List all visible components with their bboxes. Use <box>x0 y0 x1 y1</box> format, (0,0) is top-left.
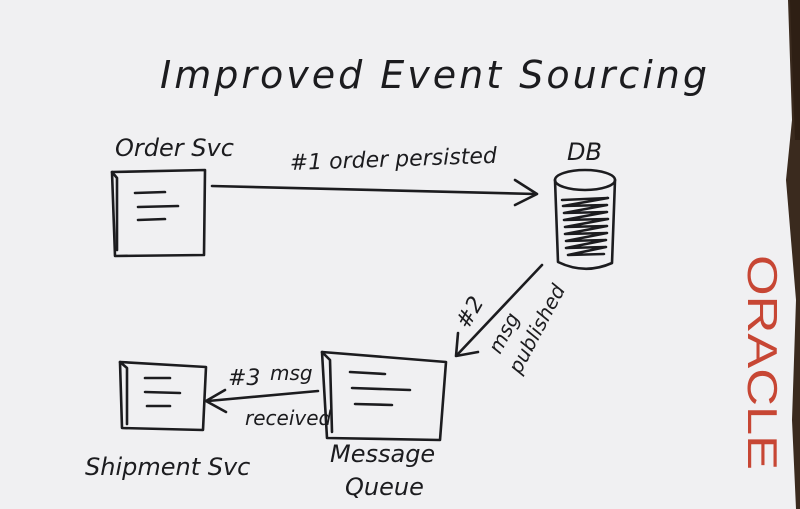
db-label: DB <box>567 138 602 166</box>
step3-label-line2: received <box>245 406 332 430</box>
step3-number: #3 <box>228 366 260 391</box>
arrow-step3 <box>204 388 320 414</box>
message-queue-label-line2: Queue <box>345 473 424 501</box>
oracle-logo: ORACLE <box>739 255 786 470</box>
message-queue-box <box>320 350 448 442</box>
step3-label-line1: msg <box>270 361 313 385</box>
order-svc-box <box>110 168 207 258</box>
db-cylinder <box>553 168 617 271</box>
message-queue-label-line1: Message <box>330 440 435 468</box>
arrow-step1 <box>210 178 539 207</box>
diagram-title: Improved Event Sourcing <box>160 53 710 97</box>
paper-shadow <box>770 0 800 140</box>
shipment-svc-label: Shipment Svc <box>85 453 250 481</box>
order-svc-label: Order Svc <box>115 134 234 162</box>
shipment-svc-box <box>118 360 208 432</box>
arrow-step2 <box>454 263 544 358</box>
